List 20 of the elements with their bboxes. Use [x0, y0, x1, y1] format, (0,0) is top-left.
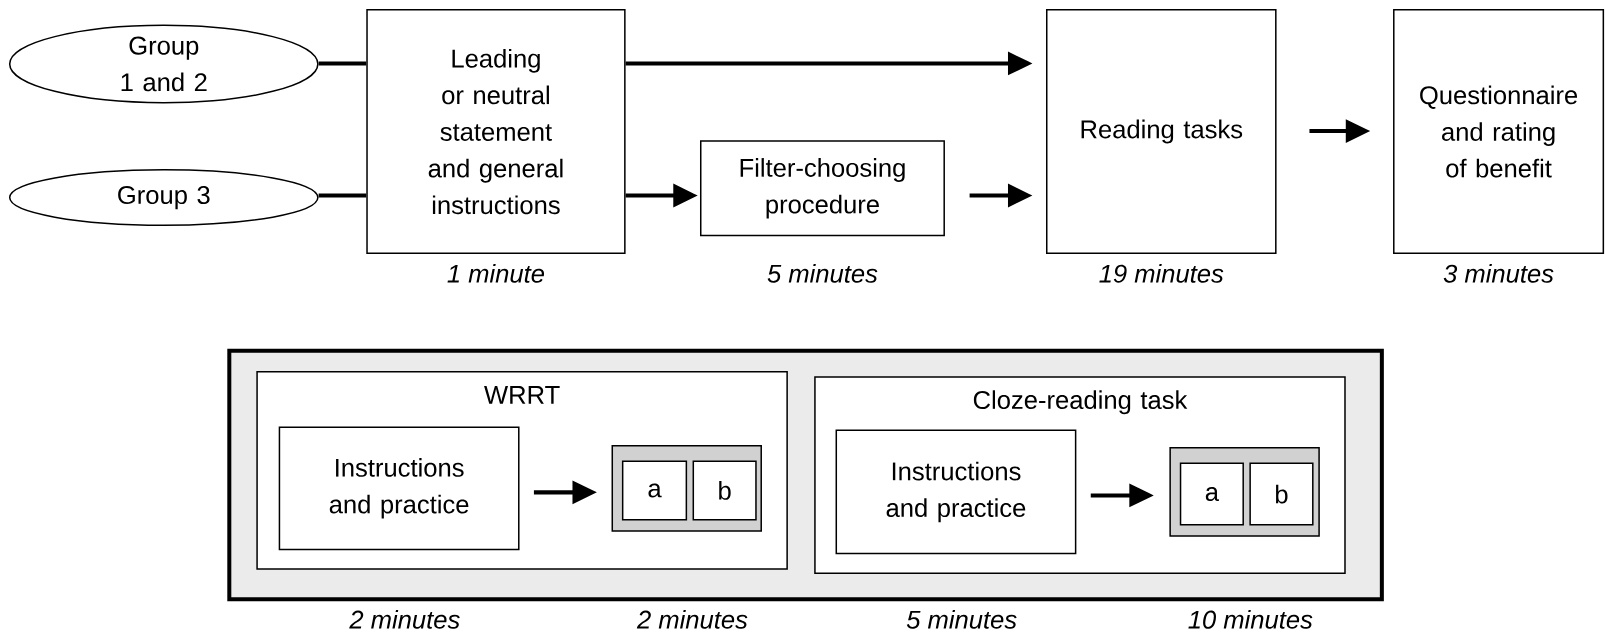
connector-line	[318, 193, 367, 198]
process-box: Filter-choosing procedure	[700, 140, 945, 237]
process-box: b	[1249, 462, 1314, 526]
duration-label: 10 minutes	[1188, 610, 1313, 629]
process-box: Instructions and practice	[278, 426, 520, 551]
duration-label: 2 minutes	[636, 610, 748, 629]
duration-label: 1 minute	[447, 264, 545, 283]
process-box: Leading or neutral statement and general instructions	[366, 9, 626, 255]
process-box: Instructions and practice	[835, 429, 1077, 555]
duration-label: 5 minutes	[767, 264, 878, 283]
process-box: Reading tasks	[1046, 9, 1277, 255]
duration-label: 19 minutes	[1099, 264, 1224, 283]
duration-label: 5 minutes	[906, 610, 1017, 629]
duration-label: 3 minutes	[1443, 264, 1554, 283]
duration-label: 2 minutes	[349, 610, 460, 629]
process-box: b	[692, 460, 757, 521]
process-box: a	[621, 460, 688, 521]
process-box: a	[1179, 462, 1244, 526]
process-box: Questionnaire and rating of benefit	[1393, 9, 1605, 255]
connector-line	[318, 61, 367, 66]
